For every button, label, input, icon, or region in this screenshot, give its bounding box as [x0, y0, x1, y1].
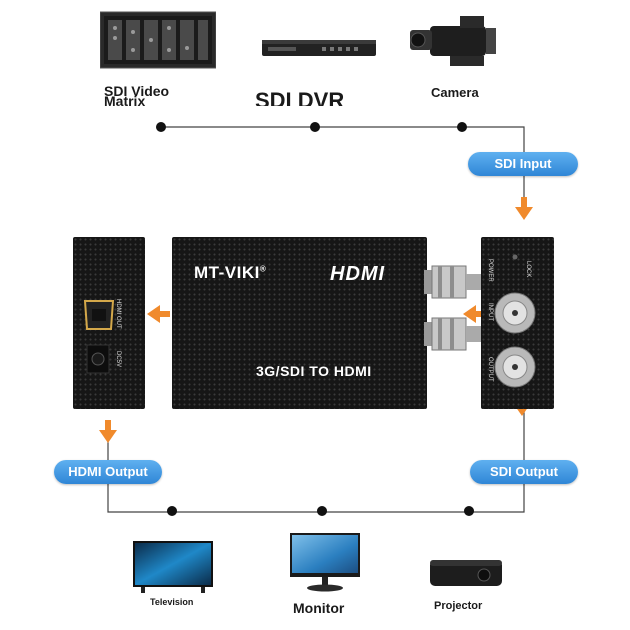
input-port-label: INPUT [487, 303, 493, 321]
junction-dot [457, 122, 467, 132]
bnc-input-connector [424, 265, 484, 299]
output-port-label: OUTPUT [487, 357, 493, 382]
model-text: 3G/SDI TO HDMI [256, 363, 372, 379]
power-indicator-label: POWER [487, 259, 493, 282]
sdi-input-pill: SDI Input [468, 152, 578, 176]
sdi-dvr-label: SDI DVR [255, 90, 345, 106]
brand-text: MT-VIKI [194, 263, 260, 282]
sdi-output-pill: SDI Output [470, 460, 578, 484]
hdmi-logo: HDMI [330, 263, 386, 285]
junction-dot [167, 506, 177, 516]
hdmi-output-pill: HDMI Output [54, 460, 162, 484]
camera-image [410, 16, 496, 66]
hdmi-out-port-label: HDMI OUT [115, 299, 121, 329]
monitor-image [290, 533, 360, 592]
television-image [133, 541, 213, 593]
junction-dot [310, 122, 320, 132]
sdi-dvr-image [262, 40, 376, 56]
television-label: Television [150, 597, 194, 607]
bnc-output-connector [424, 317, 484, 351]
junction-dot [156, 122, 166, 132]
converter-body: MT-VIKI® HDMI 3G/SDI TO HDMI [172, 237, 427, 409]
junction-dot [317, 506, 327, 516]
brand-logo: MT-VIKI® [194, 263, 266, 283]
junction-dot [464, 506, 474, 516]
dc5v-port-label: DC5V [115, 351, 121, 368]
lock-indicator-label: LOCK [525, 261, 531, 278]
brand-mark: ® [259, 264, 267, 274]
sdi-video-matrix-label: SDI Video Matrix [104, 83, 170, 109]
monitor-label: Monitor [293, 600, 345, 616]
projector-image [430, 560, 502, 586]
hdmi-end-panel: HDMI OUT DC5V [73, 237, 145, 409]
sdi-end-panel: POWER LOCK INPUT OUTPUT [481, 237, 554, 409]
sdi-video-matrix-image [100, 11, 216, 69]
bnc-connectors [424, 265, 484, 351]
camera-label: Camera [431, 85, 479, 100]
projector-label: Projector [434, 600, 483, 612]
